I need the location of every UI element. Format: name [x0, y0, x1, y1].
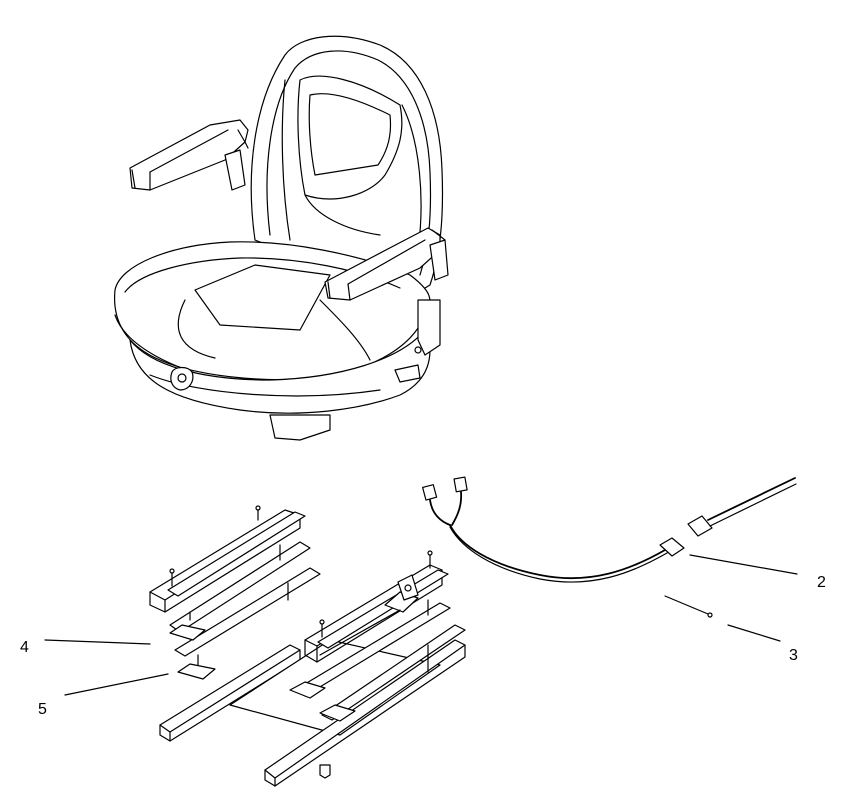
slide-rail-drawing — [149, 505, 466, 787]
leader-2 — [689, 554, 798, 575]
callout-labels: 2 3 4 5 — [20, 574, 826, 718]
seat-drawing — [113, 35, 449, 441]
callout-label-5: 5 — [38, 701, 47, 718]
callout-leaders — [44, 554, 798, 696]
callout-label-4: 4 — [20, 639, 29, 656]
leader-5 — [64, 673, 169, 696]
leader-4 — [44, 639, 151, 645]
callout-label-2: 2 — [817, 574, 826, 591]
leader-3 — [727, 624, 781, 642]
pin-drawing — [664, 595, 713, 618]
wire-harness-drawing — [422, 476, 797, 583]
callout-label-3: 3 — [789, 647, 798, 664]
